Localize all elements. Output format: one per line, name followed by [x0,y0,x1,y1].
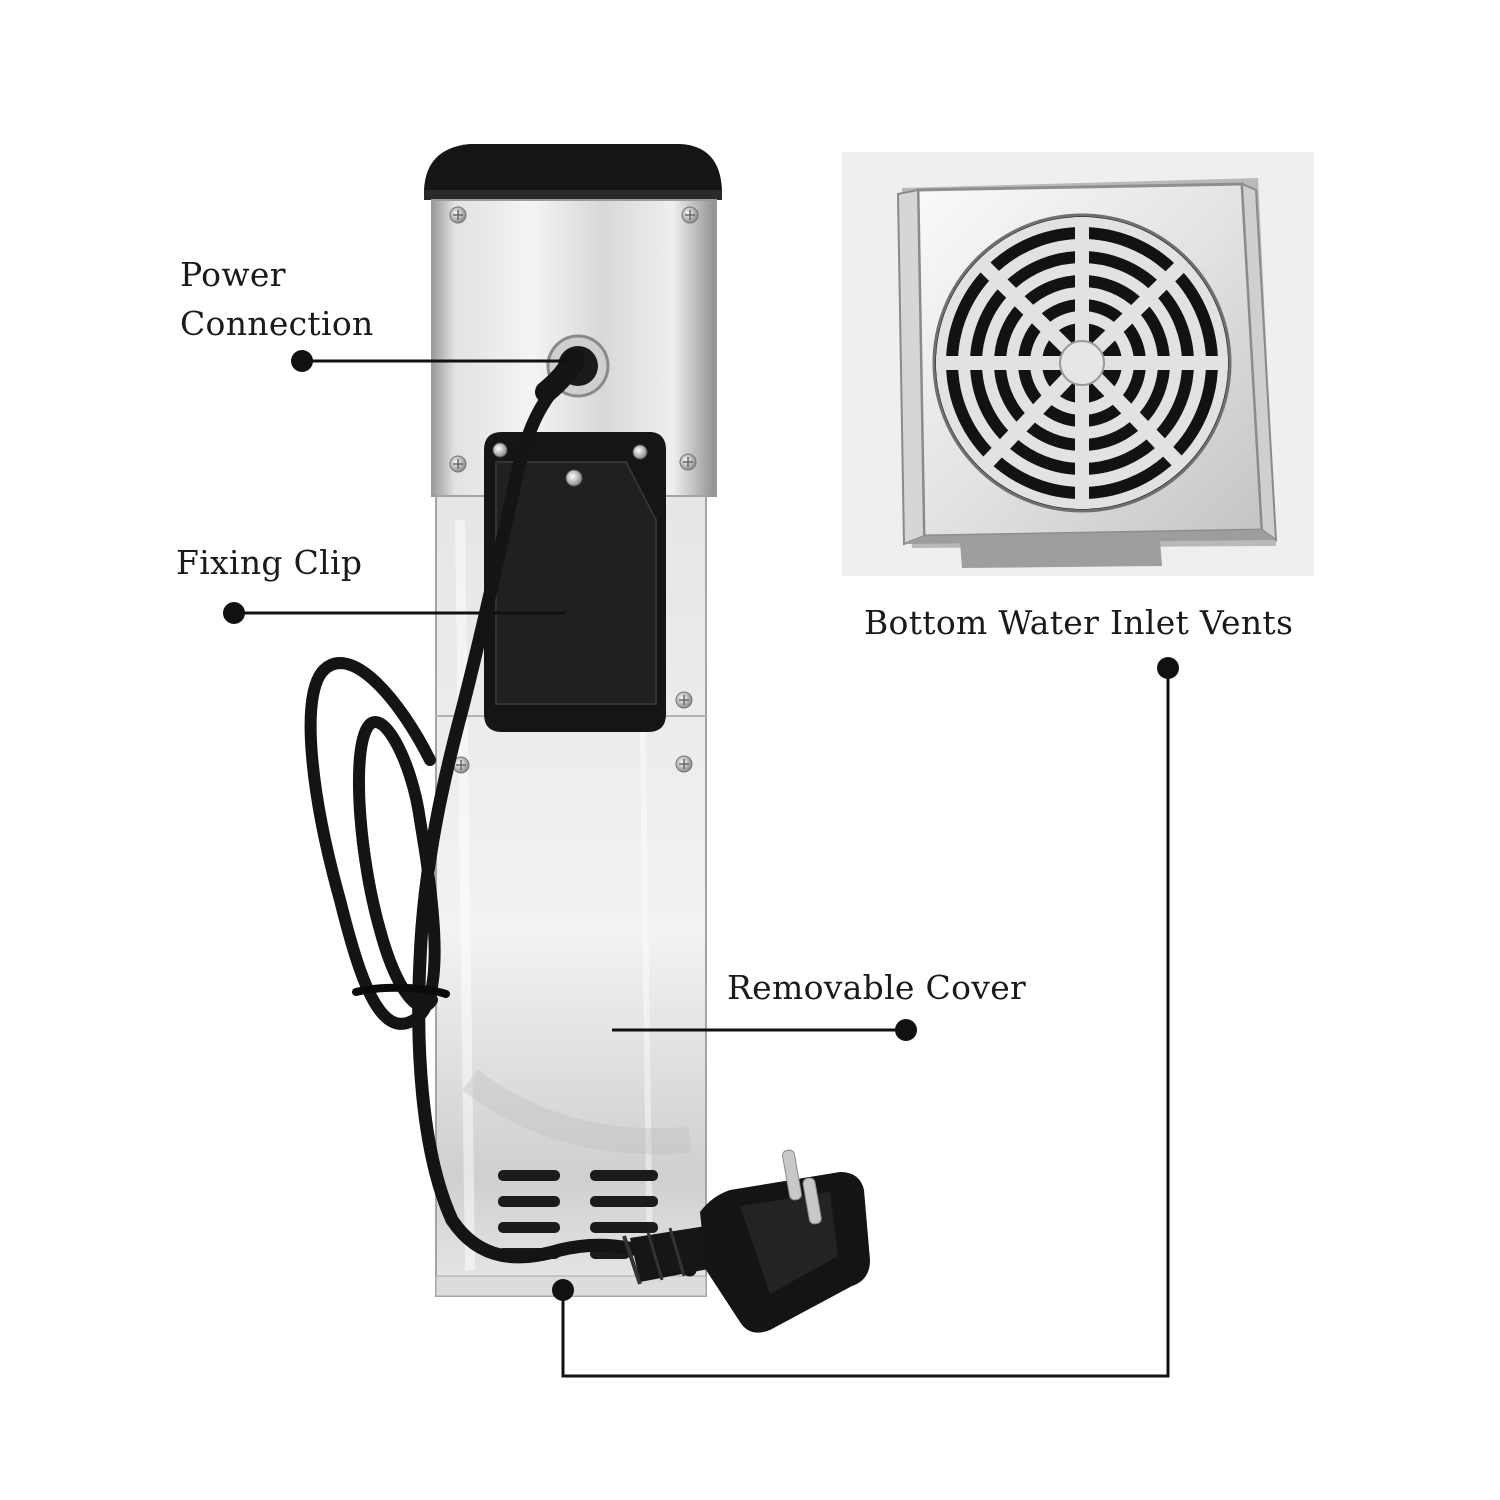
fixing-clip [484,432,666,732]
power-cord [304,349,697,1277]
label-power-connection: Power Connection [180,250,374,348]
screw [675,755,693,773]
top-cap [424,144,722,200]
label-power-connection-line2: Connection [180,304,374,343]
callout-fixing-clip [223,602,566,624]
callout-dot [291,350,313,372]
top-cap-rim [424,190,722,200]
screw [675,691,693,709]
sous-vide-body [424,144,722,1297]
label-fixing-clip: Fixing Clip [176,543,363,582]
screw [449,206,467,224]
screw [492,442,508,458]
callout-dot [1157,657,1179,679]
callout-dot [223,602,245,624]
screw [679,453,697,471]
power-plug [622,1149,870,1333]
vents-inset [842,152,1314,576]
plug-pin [782,1149,802,1201]
callout-dot [895,1019,917,1041]
label-power-connection-line1: Power [180,255,286,294]
callout-removable-cover [612,1019,917,1041]
screw [449,455,467,473]
callout-dot [552,1279,574,1301]
side-vent-slots [498,1170,658,1259]
label-bottom-water-inlet-vents: Bottom Water Inlet Vents [864,603,1294,642]
screw [632,444,648,460]
fan-grille [932,213,1232,513]
plug-pin [802,1177,822,1225]
callout-bottom-vents [552,657,1179,1378]
callout-power-connection [291,350,570,372]
label-removable-cover: Removable Cover [727,968,1027,1007]
screw [681,206,699,224]
screw [565,469,583,487]
